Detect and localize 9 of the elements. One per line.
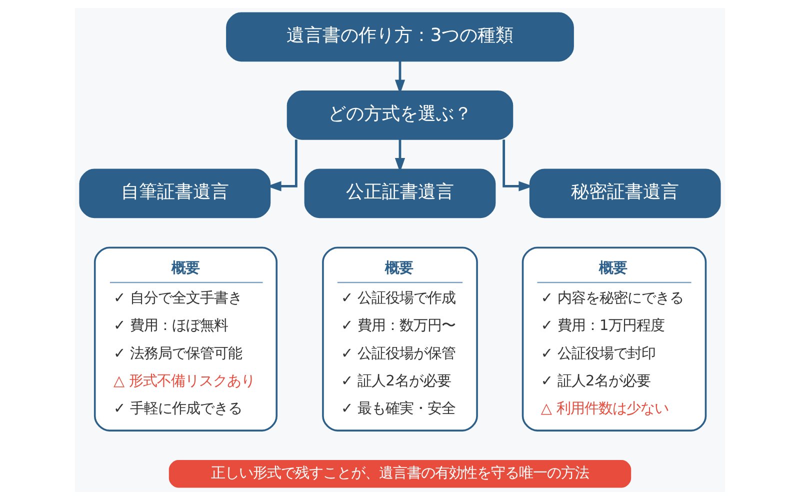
node-box: 概要 ✓ 自分で全文手書き ✓ 費用：ほぼ無料 ✓ 法務局で保管可能 △ 形式不備リスクあり ✓ 手軽に作成できる [94,246,278,432]
node-box: 遺言書の作り方：3つの種類 [226,12,574,62]
node-box: 自筆証書遺言 [79,168,271,218]
node-box: 概要 ✓ 内容を秘密にできる ✓ 費用：1万円程度 ✓ 公証役場で封印 ✓ 証人2名が必要 △ 利用件数は少ない [522,246,707,432]
node-box: 秘密証書遺言 [529,168,721,218]
node-box: 公正証書遺言 [304,168,496,218]
node-box: 概要 ✓ 公証役場で作成 ✓ 費用：数万円〜 ✓ 公証役場が保管 ✓ 証人2名が必要 ✓ 最も確実・安全 [322,246,478,432]
node-box: どの方式を選ぶ？ [286,90,514,140]
node-box: 正しい形式で残すことが、遺言書の有効性を守る唯一の方法 [168,460,632,488]
